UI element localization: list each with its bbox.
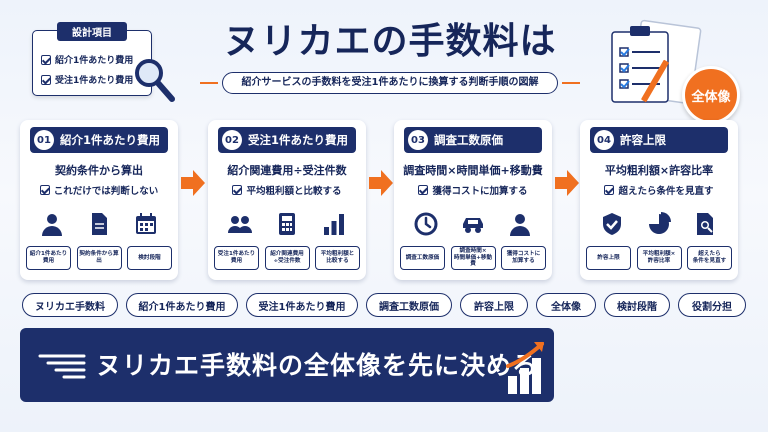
step-card-04: 04 許容上限 平均粗利額×許容比率 超えたら条件を見直す 許容上限 平均粗利額… (580, 120, 738, 280)
step-icons (28, 208, 170, 240)
main-title: ヌリカエの手数料は (223, 21, 557, 62)
keyword-tag: 検討段階 (604, 293, 670, 317)
design-items-legend: 設計項目 紹介1件あたり費用 受注1件あたり費用 (32, 22, 152, 96)
checkbox-icon (232, 185, 243, 195)
conclusion-banner: ヌリカエ手数料の全体像を先に決める (20, 328, 554, 402)
subtitle-line-right (562, 82, 580, 84)
step-check-label: 平均粗利額と比較する (246, 186, 342, 197)
banner-text: ヌリカエ手数料の全体像を先に決める (96, 351, 539, 380)
step-number: 01 (34, 130, 54, 150)
keyword-tag: 受注1件あたり費用 (246, 293, 358, 317)
step-chip: 平均粗利額と 比較する (315, 246, 360, 270)
arrow-right-icon (555, 170, 579, 196)
step-icons (216, 208, 358, 240)
keyword-tag: 調査工数原価 (366, 293, 452, 317)
bar-chart-icon (324, 214, 345, 235)
step-title: 調査工数原価 (434, 133, 503, 147)
checkbox-icon (39, 185, 50, 195)
step-chip: 調査時間× 時間単価+移動費 (450, 246, 496, 270)
step-icons (402, 208, 544, 240)
magnifier-icon (135, 59, 175, 102)
step-subtitle: 調査時間×時間単価+移動費 (403, 164, 543, 177)
step-header: 03 調査工数原価 (404, 127, 542, 153)
step-check: 平均粗利額と比較する (208, 183, 366, 197)
document-icon (91, 213, 107, 235)
checkbox-icon (41, 54, 51, 65)
keyword-tag: 許容上限 (460, 293, 528, 317)
subtitle-line-left (200, 82, 218, 84)
step-chip: 検討段階 (127, 246, 172, 270)
step-card-01: 01 紹介1件あたり費用 契約条件から算出 これだけでは判断しない 紹介1件あた… (20, 120, 178, 280)
document-search-icon (697, 213, 714, 235)
step-chips: 許容上限 平均粗利額× 許容比率 超えたら 条件を見直す (586, 246, 732, 272)
subtitle-bar: 紹介サービスの手数料を受注1件あたりに換算する判断手順の図解 (200, 72, 580, 94)
step-chip: 平均粗利額× 許容比率 (636, 246, 682, 270)
step-chips: 受注1件あたり費用 紹介関連費用 ÷受注件数 平均粗利額と 比較する (214, 246, 360, 272)
pie-chart-icon (648, 212, 671, 234)
step-title: 許容上限 (620, 133, 666, 147)
step-subtitle: 平均粗利額×許容比率 (604, 164, 714, 177)
step-number: 04 (594, 130, 614, 150)
step-check: 獲得コストに加算する (394, 183, 552, 197)
step-check-label: 超えたら条件を見直す (618, 186, 714, 197)
keyword-tags: ヌリカエ手数料 紹介1件あたり費用 受注1件あたり費用 調査工数原価 許容上限 … (22, 293, 746, 317)
person-icon (41, 214, 62, 236)
arrow-right-icon (181, 170, 205, 196)
step-check-label: 獲得コストに加算する (432, 186, 528, 197)
keyword-tag: ヌリカエ手数料 (22, 293, 118, 317)
step-chips: 紹介1件あたり費用 契約条件から算出 検討段階 (26, 246, 172, 272)
step-subtitle: 契約条件から算出 (55, 164, 143, 177)
checkbox-icon (418, 185, 429, 195)
step-card-03: 03 調査工数原価 調査時間×時間単価+移動費 獲得コストに加算する 調査工数原… (394, 120, 552, 280)
step-chip: 調査工数原価 (400, 246, 445, 270)
step-chip: 紹介1件あたり費用 (26, 246, 71, 270)
step-title: 受注1件あたり費用 (248, 133, 349, 147)
keyword-tag: 紹介1件あたり費用 (126, 293, 238, 317)
step-chip: 紹介関連費用 ÷受注件数 (264, 246, 310, 270)
step-subtitle: 紹介関連費用÷受注件数 (227, 164, 347, 177)
step-header: 04 許容上限 (590, 127, 728, 153)
step-check: これだけでは判断しない (20, 183, 178, 197)
step-chip: 契約条件から算出 (76, 246, 122, 270)
growth-chart-icon (506, 342, 544, 394)
legend-item: 紹介1件あたり費用 (41, 53, 133, 66)
checkbox-icon (604, 185, 615, 195)
shield-check-icon (602, 213, 621, 235)
step-chips: 調査工数原価 調査時間× 時間単価+移動費 獲得コストに 加算する (400, 246, 546, 272)
keyword-tag: 全体像 (536, 293, 596, 317)
step-header: 01 紹介1件あたり費用 (30, 127, 168, 153)
step-number: 02 (222, 130, 242, 150)
step-chip: 超えたら 条件を見直す (687, 246, 732, 270)
calendar-icon (136, 213, 157, 234)
step-header: 02 受注1件あたり費用 (218, 127, 356, 153)
calculator-icon (278, 213, 295, 235)
step-chip: 獲得コストに 加算する (501, 246, 546, 270)
legend-item-label: 受注1件あたり費用 (55, 76, 134, 86)
legend-item-label: 紹介1件あたり費用 (55, 56, 134, 66)
step-chip: 許容上限 (586, 246, 631, 270)
keyword-tag: 役割分担 (678, 293, 746, 317)
step-card-02: 02 受注1件あたり費用 紹介関連費用÷受注件数 平均粗利額と比較する 受注1件… (208, 120, 366, 280)
overview-badge: 全体像 (682, 66, 740, 124)
legend-title: 設計項目 (57, 22, 127, 41)
arrow-right-icon (369, 170, 393, 196)
step-chip: 受注1件あたり費用 (214, 246, 259, 270)
step-title: 紹介1件あたり費用 (60, 133, 161, 147)
clock-icon (414, 212, 438, 236)
legend-item: 受注1件あたり費用 (41, 73, 133, 86)
step-check: 超えたら条件を見直す (580, 183, 738, 197)
step-icons (588, 208, 730, 240)
speed-lines-icon (38, 354, 86, 379)
step-check-label: これだけでは判断しない (53, 186, 159, 197)
group-icon (227, 216, 252, 233)
subtitle: 紹介サービスの手数料を受注1件あたりに換算する判断手順の図解 (222, 72, 558, 94)
step-number: 03 (408, 130, 428, 150)
checkbox-icon (41, 74, 51, 85)
person-icon (510, 214, 531, 236)
car-icon (462, 218, 483, 233)
